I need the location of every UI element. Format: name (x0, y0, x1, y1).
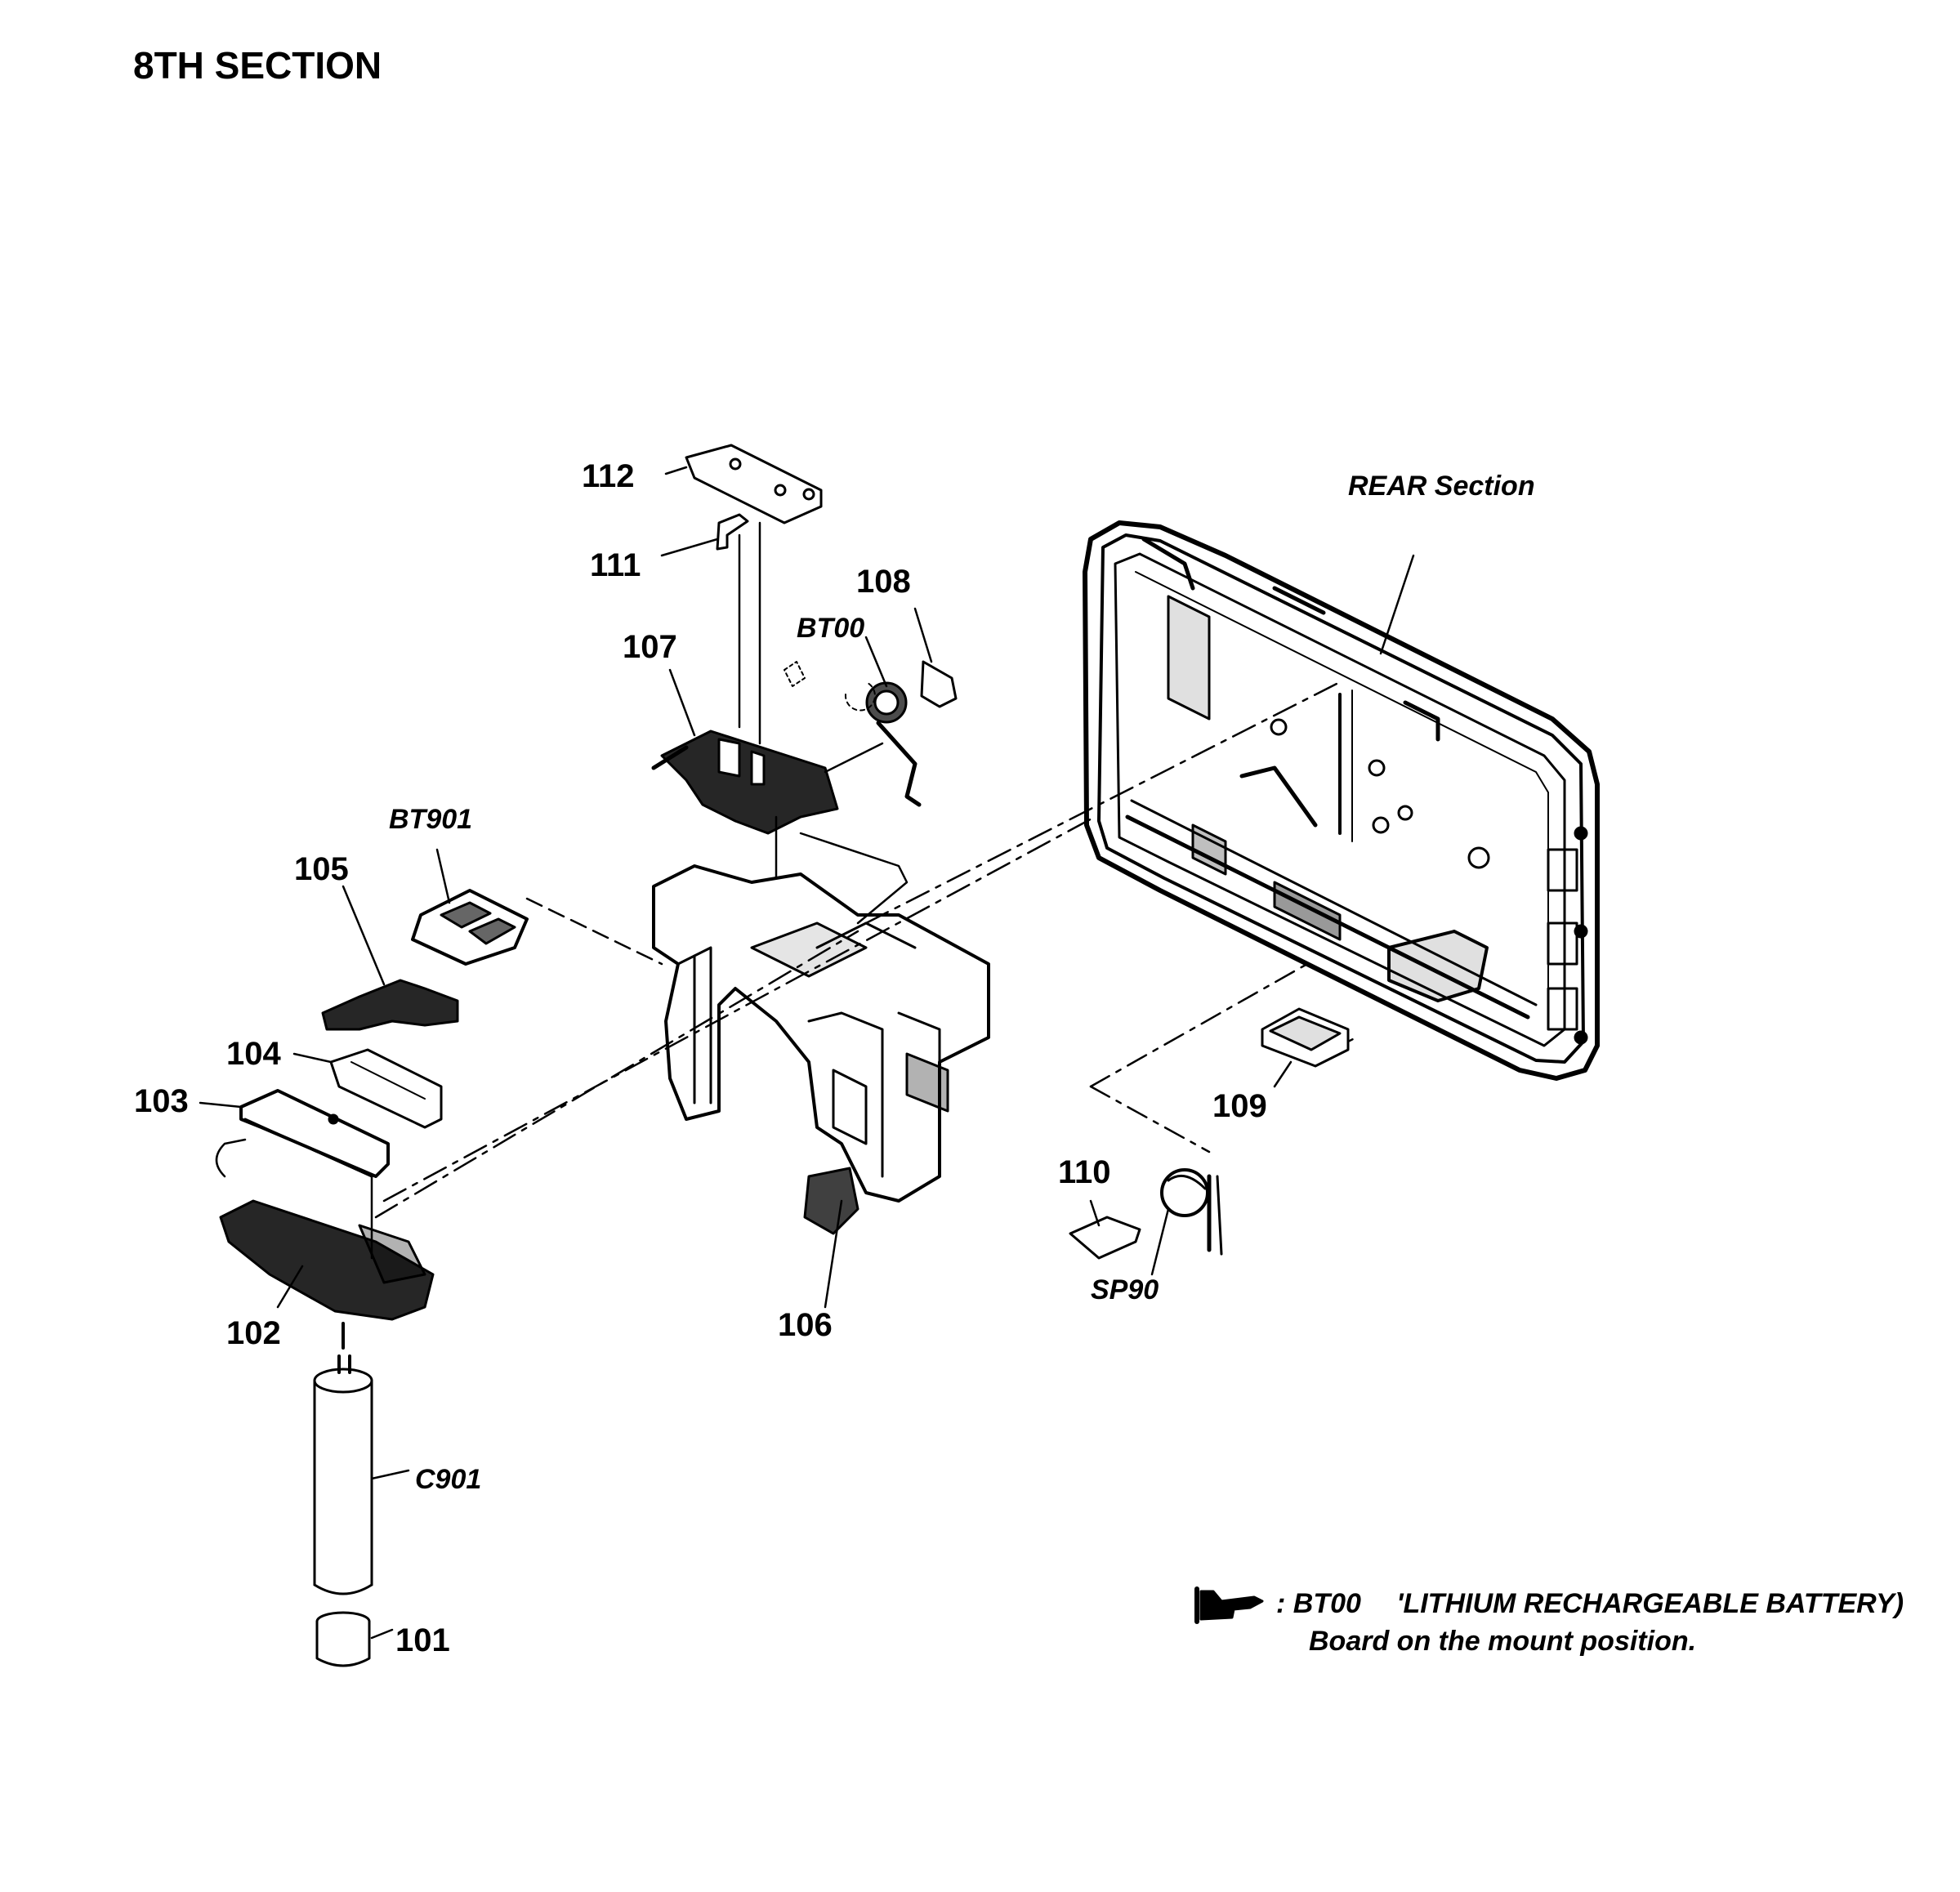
part-c901-capacitor (313, 1354, 410, 1595)
part-109-pad (1261, 1007, 1350, 1088)
rear-section-label: REAR Section (1348, 471, 1535, 502)
rear-section-cabinet (1083, 520, 1600, 1081)
part-label-bt901: BT901 (389, 804, 473, 835)
part-label-105: 105 (294, 851, 349, 887)
part-label-sp90: SP90 (1091, 1274, 1159, 1305)
part-label-104: 104 (226, 1036, 281, 1072)
part-bt901-holder (411, 848, 663, 966)
page-title: 8TH SECTION (133, 44, 382, 87)
part-103-cover (199, 1089, 390, 1260)
part-104-bracket (292, 1048, 443, 1129)
part-label-103: 103 (134, 1083, 189, 1119)
legend-note: : BT00 'LITHIUM RECHARGEABLE BATTERY) Bo… (1201, 1585, 1904, 1660)
part-label-c901: C901 (415, 1464, 482, 1495)
legend-line-1: 'LITHIUM RECHARGEABLE BATTERY) (1396, 1588, 1904, 1619)
guide-lines (374, 680, 1358, 1219)
part-110-sp90 (1069, 1168, 1223, 1276)
part-label-112: 112 (582, 458, 635, 494)
legend-code: : BT00 (1276, 1588, 1361, 1619)
part-label-101: 101 (395, 1622, 450, 1658)
pointing-hand-icon (1194, 1586, 1264, 1624)
part-107-board (651, 607, 958, 917)
part-label-107: 107 (623, 629, 677, 665)
part-112-bracket (660, 444, 823, 745)
part-106-frame (652, 864, 990, 1309)
part-105-flex (321, 885, 459, 1031)
part-label-bt00: BT00 (797, 613, 865, 644)
legend-line-2: Board on the mount position. (1309, 1626, 1697, 1657)
part-label-111: 111 (590, 547, 641, 583)
part-label-102: 102 (226, 1315, 281, 1351)
part-101-cap (315, 1611, 394, 1667)
part-label-106: 106 (778, 1307, 833, 1343)
part-102-board (215, 1138, 435, 1350)
part-label-110: 110 (1058, 1154, 1111, 1190)
part-label-109: 109 (1212, 1088, 1267, 1124)
part-label-108: 108 (856, 564, 911, 600)
